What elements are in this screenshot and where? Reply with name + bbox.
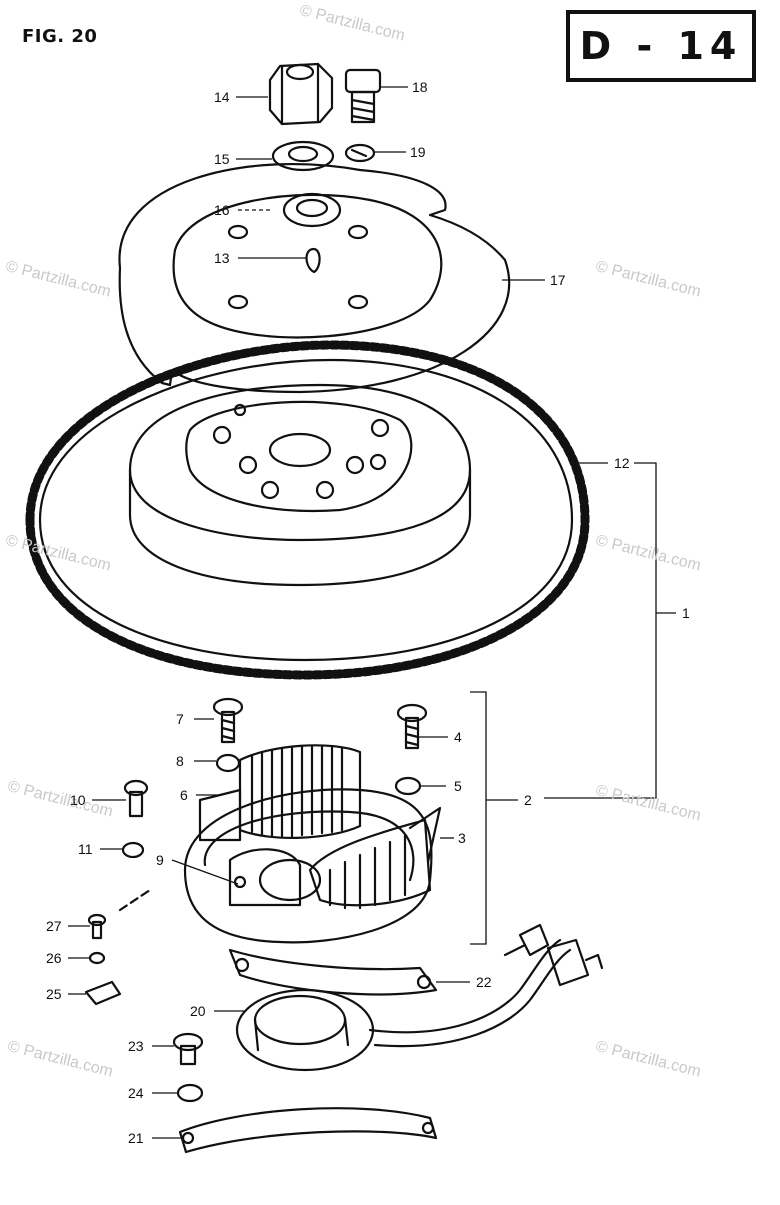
callout-11: 11 — [78, 841, 93, 857]
screw-part-10 — [123, 779, 149, 818]
bracket-part-22 — [228, 923, 604, 1048]
callout-21: 21 — [128, 1130, 144, 1146]
washer-part-15 — [271, 140, 335, 172]
callout-18: 18 — [412, 79, 428, 95]
clip-part-25 — [84, 980, 122, 1006]
callout-19: 19 — [410, 144, 426, 160]
strap-part-21 — [178, 1107, 438, 1154]
screw-part-27 — [87, 913, 107, 940]
callout-4: 4 — [454, 729, 462, 745]
washer-part-26 — [88, 951, 106, 965]
callout-16: 16 — [214, 202, 230, 218]
callout-1: 1 — [682, 605, 690, 621]
callout-23: 23 — [128, 1038, 144, 1054]
washer-part-11 — [121, 841, 145, 859]
callout-20: 20 — [190, 1003, 206, 1019]
ring-part-20 — [235, 988, 375, 1072]
callout-13: 13 — [214, 250, 230, 266]
figure-label: FIG. 20 — [22, 26, 98, 47]
washer-part-24 — [176, 1083, 204, 1103]
lockwasher-part-19 — [344, 143, 376, 163]
screw-part-23 — [172, 1032, 204, 1066]
callout-8: 8 — [176, 753, 184, 769]
callout-25: 25 — [46, 986, 62, 1002]
callout-3: 3 — [458, 830, 466, 846]
callout-22: 22 — [476, 974, 492, 990]
washer-part-5 — [394, 776, 422, 796]
screw-part-4 — [396, 703, 428, 750]
callout-9: 9 — [156, 852, 164, 868]
washer-part-8 — [215, 753, 241, 773]
nut-part-14 — [268, 62, 334, 126]
stator-part-2 — [118, 744, 442, 944]
page-code-box: D - 14 — [566, 10, 756, 82]
screw-part-7 — [212, 697, 244, 744]
callout-26: 26 — [46, 950, 62, 966]
callout-14: 14 — [214, 89, 230, 105]
callout-10: 10 — [70, 792, 86, 808]
callout-17: 17 — [550, 272, 566, 288]
callout-15: 15 — [214, 151, 230, 167]
flywheel-part-12 — [25, 340, 590, 680]
callout-27: 27 — [46, 918, 62, 934]
bolt-part-18 — [344, 68, 382, 124]
callout-12: 12 — [614, 455, 630, 471]
callout-2: 2 — [524, 792, 532, 808]
callout-24: 24 — [128, 1085, 144, 1101]
callout-5: 5 — [454, 778, 462, 794]
callout-7: 7 — [176, 711, 184, 727]
callout-6: 6 — [180, 787, 188, 803]
